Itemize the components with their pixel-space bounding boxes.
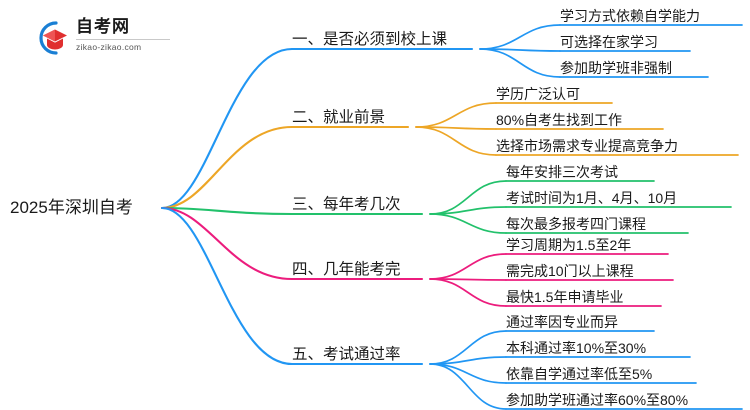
logo-divider [76,39,170,40]
mindmap-leaf-2-3[interactable]: 选择市场需求专业提高竞争力 [496,138,678,154]
mindmap-leaf-1-2[interactable]: 可选择在家学习 [560,34,658,50]
mindmap-leaf-2-1[interactable]: 学历广泛认可 [496,86,580,102]
logo-title: 自考网 [76,17,130,36]
mindmap-branch-1[interactable]: 一、是否必须到校上课 [292,31,448,48]
mindmap-leaf-4-2[interactable]: 需完成10门以上课程 [506,263,634,279]
mindmap-leaf-5-3[interactable]: 依靠自学通过率低至5% [506,366,653,382]
mindmap-leaf-5-4[interactable]: 参加助学班通过率60%至80% [506,392,689,408]
logo-url: zikao-zikao.com [76,42,142,52]
mindmap-leaf-1-1[interactable]: 学习方式依赖自学能力 [560,8,700,24]
mindmap-leaf-4-1[interactable]: 学习周期为1.5至2年 [506,237,632,253]
mindmap-leaf-3-2[interactable]: 考试时间为1月、4月、10月 [506,190,678,206]
mindmap-branch-5[interactable]: 五、考试通过率 [292,346,401,363]
mindmap-leaf-3-3[interactable]: 每次最多报考四门课程 [506,216,646,232]
mindmap-root-node[interactable]: 2025年深圳自考 [10,198,133,217]
mindmap-branch-2[interactable]: 二、就业前景 [292,109,386,126]
mindmap-leaf-3-1[interactable]: 每年安排三次考试 [506,164,618,180]
site-logo: 自考网 zikao-zikao.com [30,16,170,60]
mindmap-branch-4[interactable]: 四、几年能考完 [292,261,401,278]
mindmap-leaf-4-3[interactable]: 最快1.5年申请毕业 [506,289,624,305]
logo-mark-icon [30,18,72,58]
mindmap-leaf-5-2[interactable]: 本科通过率10%至30% [506,340,647,356]
mindmap-leaf-2-2[interactable]: 80%自考生找到工作 [496,112,623,128]
mindmap-leaf-5-1[interactable]: 通过率因专业而异 [506,314,618,330]
mindmap-leaf-1-3[interactable]: 参加助学班非强制 [560,60,672,76]
mindmap-branch-3[interactable]: 三、每年考几次 [292,196,401,213]
